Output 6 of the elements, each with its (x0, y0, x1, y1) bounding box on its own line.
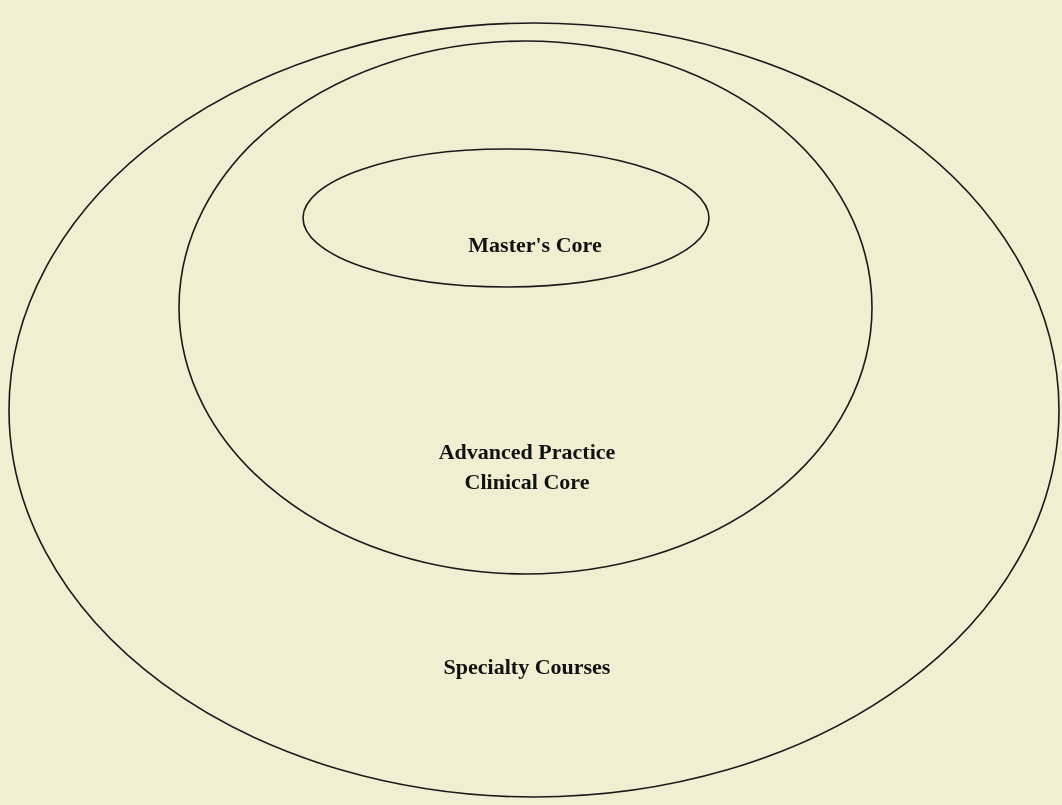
ring-label: Specialty Courses (442, 653, 612, 681)
ring (8, 22, 1060, 798)
ring-label: Master's Core (467, 231, 603, 259)
ring (178, 40, 873, 575)
ring-label: Advanced Practice Clinical Core (437, 438, 617, 496)
ring (302, 148, 710, 288)
